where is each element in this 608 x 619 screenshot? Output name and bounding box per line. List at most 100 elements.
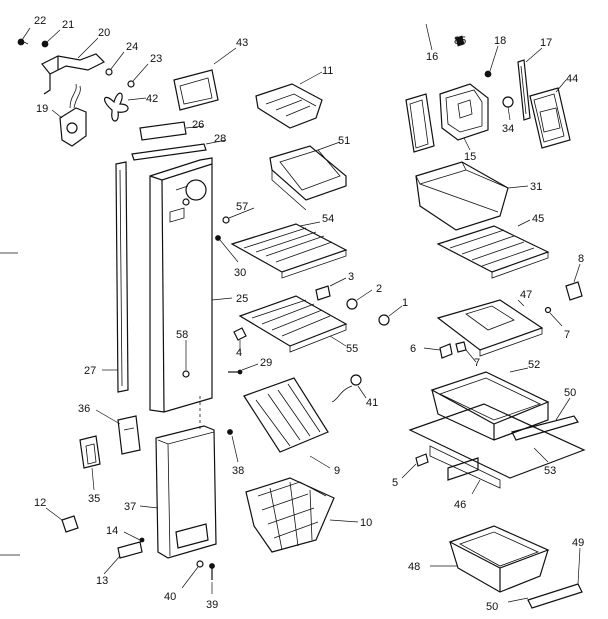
callout-8: 8 xyxy=(578,253,584,265)
callout-17: 17 xyxy=(540,37,552,49)
support-3 xyxy=(315,277,347,301)
callout-52: 52 xyxy=(528,359,540,371)
callout-51: 51 xyxy=(338,135,350,147)
callout-11: 11 xyxy=(322,65,333,77)
nut-1 xyxy=(378,305,403,326)
grommet-85 xyxy=(455,35,465,47)
clip-4 xyxy=(233,327,247,352)
callout-22: 22 xyxy=(34,15,46,27)
wire-shelf-54 xyxy=(230,221,348,279)
clip-41 xyxy=(331,374,367,403)
callout-35: 35 xyxy=(88,493,100,505)
callout-19: 19 xyxy=(36,103,48,115)
callout-36: 36 xyxy=(78,403,90,415)
basket-10 xyxy=(245,477,359,553)
washer-21 xyxy=(41,29,61,48)
shelf-bracket-51 xyxy=(269,141,347,211)
cover-44 xyxy=(529,79,571,149)
screw-23 xyxy=(127,63,149,88)
callout-55: 55 xyxy=(346,343,358,355)
slide-rail-50a xyxy=(511,397,579,441)
trim-27 xyxy=(102,161,129,393)
callout-1: 1 xyxy=(402,297,408,309)
fan-motor-19 xyxy=(51,83,87,147)
callout-29: 29 xyxy=(260,357,272,369)
crisper-cover-frame-46 xyxy=(408,403,586,495)
slide-rail-50b xyxy=(507,597,529,603)
callout-47: 47 xyxy=(520,289,532,301)
spacer-24 xyxy=(105,51,125,76)
screw-22 xyxy=(17,27,31,46)
strip-17 xyxy=(517,47,543,121)
pan-48 xyxy=(430,525,550,593)
callout-30: 30 xyxy=(234,267,246,279)
callout-85: 85 xyxy=(454,35,466,47)
screw-14 xyxy=(123,531,145,543)
fan-blade-42 xyxy=(104,92,147,122)
callout-23: 23 xyxy=(150,53,162,65)
cabinet-liner-25 xyxy=(149,157,233,413)
callout-38: 38 xyxy=(232,465,244,477)
screw-40 xyxy=(181,560,204,589)
callout-3: 3 xyxy=(348,271,354,283)
callout-9: 9 xyxy=(334,465,340,477)
callout-26: 26 xyxy=(192,119,204,131)
callout-57: 57 xyxy=(236,201,248,213)
callout-54: 54 xyxy=(322,213,334,225)
slide-rail-49 xyxy=(527,547,583,609)
clip-7b xyxy=(455,341,477,363)
callout-42: 42 xyxy=(146,93,158,105)
callout-27: 27 xyxy=(84,365,96,377)
crisper-drawer-52 xyxy=(430,367,550,441)
clip-5 xyxy=(401,453,429,479)
callout-16: 16 xyxy=(426,51,438,63)
callout-39: 39 xyxy=(206,599,218,611)
crisper-cover-47 xyxy=(436,299,544,357)
callout-50a: 50 xyxy=(564,387,576,399)
cover-35 xyxy=(79,435,101,491)
screw-38 xyxy=(227,429,239,463)
callout-5: 5 xyxy=(392,477,398,489)
callout-48: 48 xyxy=(408,561,420,573)
callout-6: 6 xyxy=(410,343,416,355)
nut-2 xyxy=(346,289,373,310)
callout-34: 34 xyxy=(502,123,514,135)
screw-58 xyxy=(182,340,190,378)
callout-14: 14 xyxy=(106,525,118,537)
callout-7a: 7 xyxy=(564,329,570,341)
bracket-13 xyxy=(103,541,143,575)
wire-shelf-45 xyxy=(436,219,550,279)
ice-tray-11 xyxy=(255,71,323,129)
callout-44: 44 xyxy=(566,73,578,85)
callout-12: 12 xyxy=(34,497,46,509)
callout-20: 20 xyxy=(98,27,110,39)
screw-57 xyxy=(222,207,255,224)
callout-58: 58 xyxy=(176,329,188,341)
callout-13: 13 xyxy=(96,575,108,587)
callout-25: 25 xyxy=(236,293,248,305)
bracket-26 xyxy=(139,121,205,141)
callout-45: 45 xyxy=(532,213,544,225)
housing-43 xyxy=(173,47,237,111)
switch-12 xyxy=(45,507,79,533)
screw-7a xyxy=(544,306,563,327)
callout-40: 40 xyxy=(164,591,176,603)
callout-46: 46 xyxy=(454,499,466,511)
callout-7b: 7 xyxy=(474,357,480,369)
callout-21: 21 xyxy=(62,19,74,31)
frame-16 xyxy=(405,23,435,153)
screw-29 xyxy=(228,363,259,375)
callout-15: 15 xyxy=(464,151,476,163)
bar-28 xyxy=(131,139,227,161)
callout-53: 53 xyxy=(544,465,556,477)
bracket-20 xyxy=(41,37,106,95)
callout-37: 37 xyxy=(124,501,136,513)
knob-34 xyxy=(502,96,514,121)
callout-4: 4 xyxy=(236,347,242,359)
callout-31: 31 xyxy=(530,181,542,193)
panel-37 xyxy=(139,425,217,559)
wire-shelf-55 xyxy=(238,295,348,353)
door-bin-31 xyxy=(415,161,529,231)
